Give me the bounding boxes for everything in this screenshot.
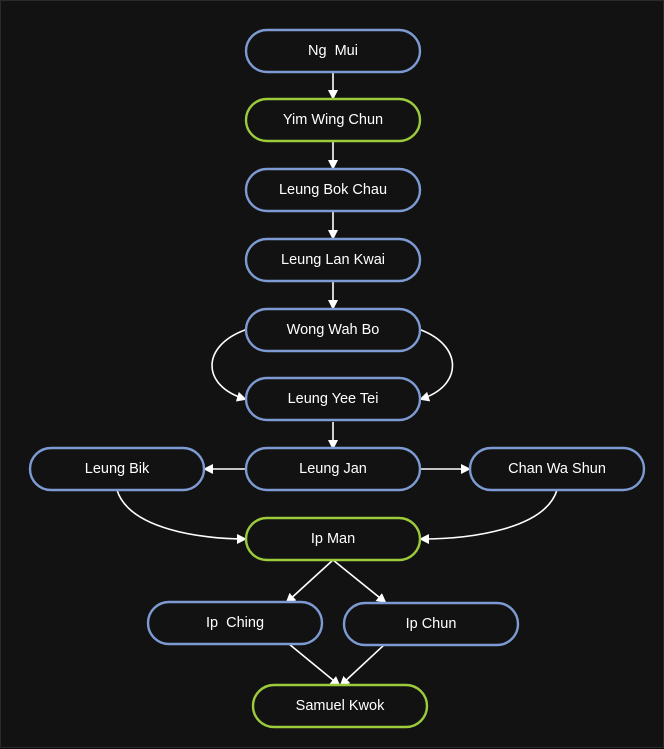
node-ip-ching-label: Ip Ching (206, 615, 264, 631)
node-samuel-kwok[interactable]: Samuel Kwok (251, 683, 429, 729)
node-leung-yee-tei-label: Leung Yee Tei (288, 391, 379, 407)
edges (116, 72, 558, 687)
node-wong-wah-bo-label: Wong Wah Bo (287, 322, 380, 338)
node-leung-bik[interactable]: Leung Bik (28, 446, 206, 492)
edge-chan-wa-shun-to-ip-man (419, 489, 558, 544)
node-leung-yee-tei-box (244, 376, 422, 422)
node-wong-wah-bo-box (244, 307, 422, 353)
node-samuel-kwok-box (251, 683, 429, 729)
node-ip-man-label: Ip Man (311, 531, 355, 547)
node-ip-man-box (244, 516, 422, 562)
node-ip-chun-box (342, 601, 520, 647)
node-leung-lan-kwai-box (244, 237, 422, 283)
node-leung-bok-chau-box (244, 167, 422, 213)
node-leung-jan[interactable]: Leung Jan (244, 446, 422, 492)
node-leung-jan-box (244, 446, 422, 492)
node-ip-ching[interactable]: Ip Ching (146, 600, 324, 646)
edge-wong-wah-bo-to-leung-yee-tei-left (211, 322, 255, 402)
node-chan-wa-shun-label: Chan Wa Shun (508, 461, 606, 477)
node-leung-bik-label: Leung Bik (85, 461, 150, 477)
node-ip-ching-box (146, 600, 324, 646)
node-samuel-kwok-label: Samuel Kwok (296, 698, 385, 714)
node-ng-mui-box (244, 28, 422, 74)
node-leung-lan-kwai-label: Leung Lan Kwai (281, 252, 385, 268)
edge-ip-ching-to-samuel-kwok (288, 643, 341, 687)
node-leung-bik-box (28, 446, 206, 492)
edge-leung-bik-to-ip-man (116, 489, 247, 544)
edge-ip-chun-to-samuel-kwok (339, 643, 386, 687)
node-leung-lan-kwai[interactable]: Leung Lan Kwai (244, 237, 422, 283)
node-leung-bok-chau-label: Leung Bok Chau (279, 182, 387, 198)
node-leung-jan-label: Leung Jan (299, 461, 367, 477)
edge-ip-man-to-ip-ching (285, 559, 334, 604)
node-ng-mui-label: Ng Mui (308, 43, 358, 59)
node-ip-chun-label: Ip Chun (406, 616, 457, 632)
node-yim-wing-chun-label: Yim Wing Chun (283, 112, 383, 128)
node-yim-wing-chun-box (244, 97, 422, 143)
node-chan-wa-shun[interactable]: Chan Wa Shun (468, 446, 646, 492)
edge-leung-yee-tei-to-wong-wah-bo-right (411, 322, 454, 402)
node-wong-wah-bo[interactable]: Wong Wah Bo (244, 307, 422, 353)
node-ng-mui[interactable]: Ng Mui (244, 28, 422, 74)
node-yim-wing-chun[interactable]: Yim Wing Chun (244, 97, 422, 143)
edge-ip-man-to-ip-chun (332, 559, 387, 604)
node-chan-wa-shun-box (468, 446, 646, 492)
nodes: Ng Mui Yim Wing Chun Leung Bok Chau Leun… (28, 28, 646, 729)
node-ip-man[interactable]: Ip Man (244, 516, 422, 562)
node-ip-chun[interactable]: Ip Chun (342, 601, 520, 647)
node-leung-bok-chau[interactable]: Leung Bok Chau (244, 167, 422, 213)
node-leung-yee-tei[interactable]: Leung Yee Tei (244, 376, 422, 422)
